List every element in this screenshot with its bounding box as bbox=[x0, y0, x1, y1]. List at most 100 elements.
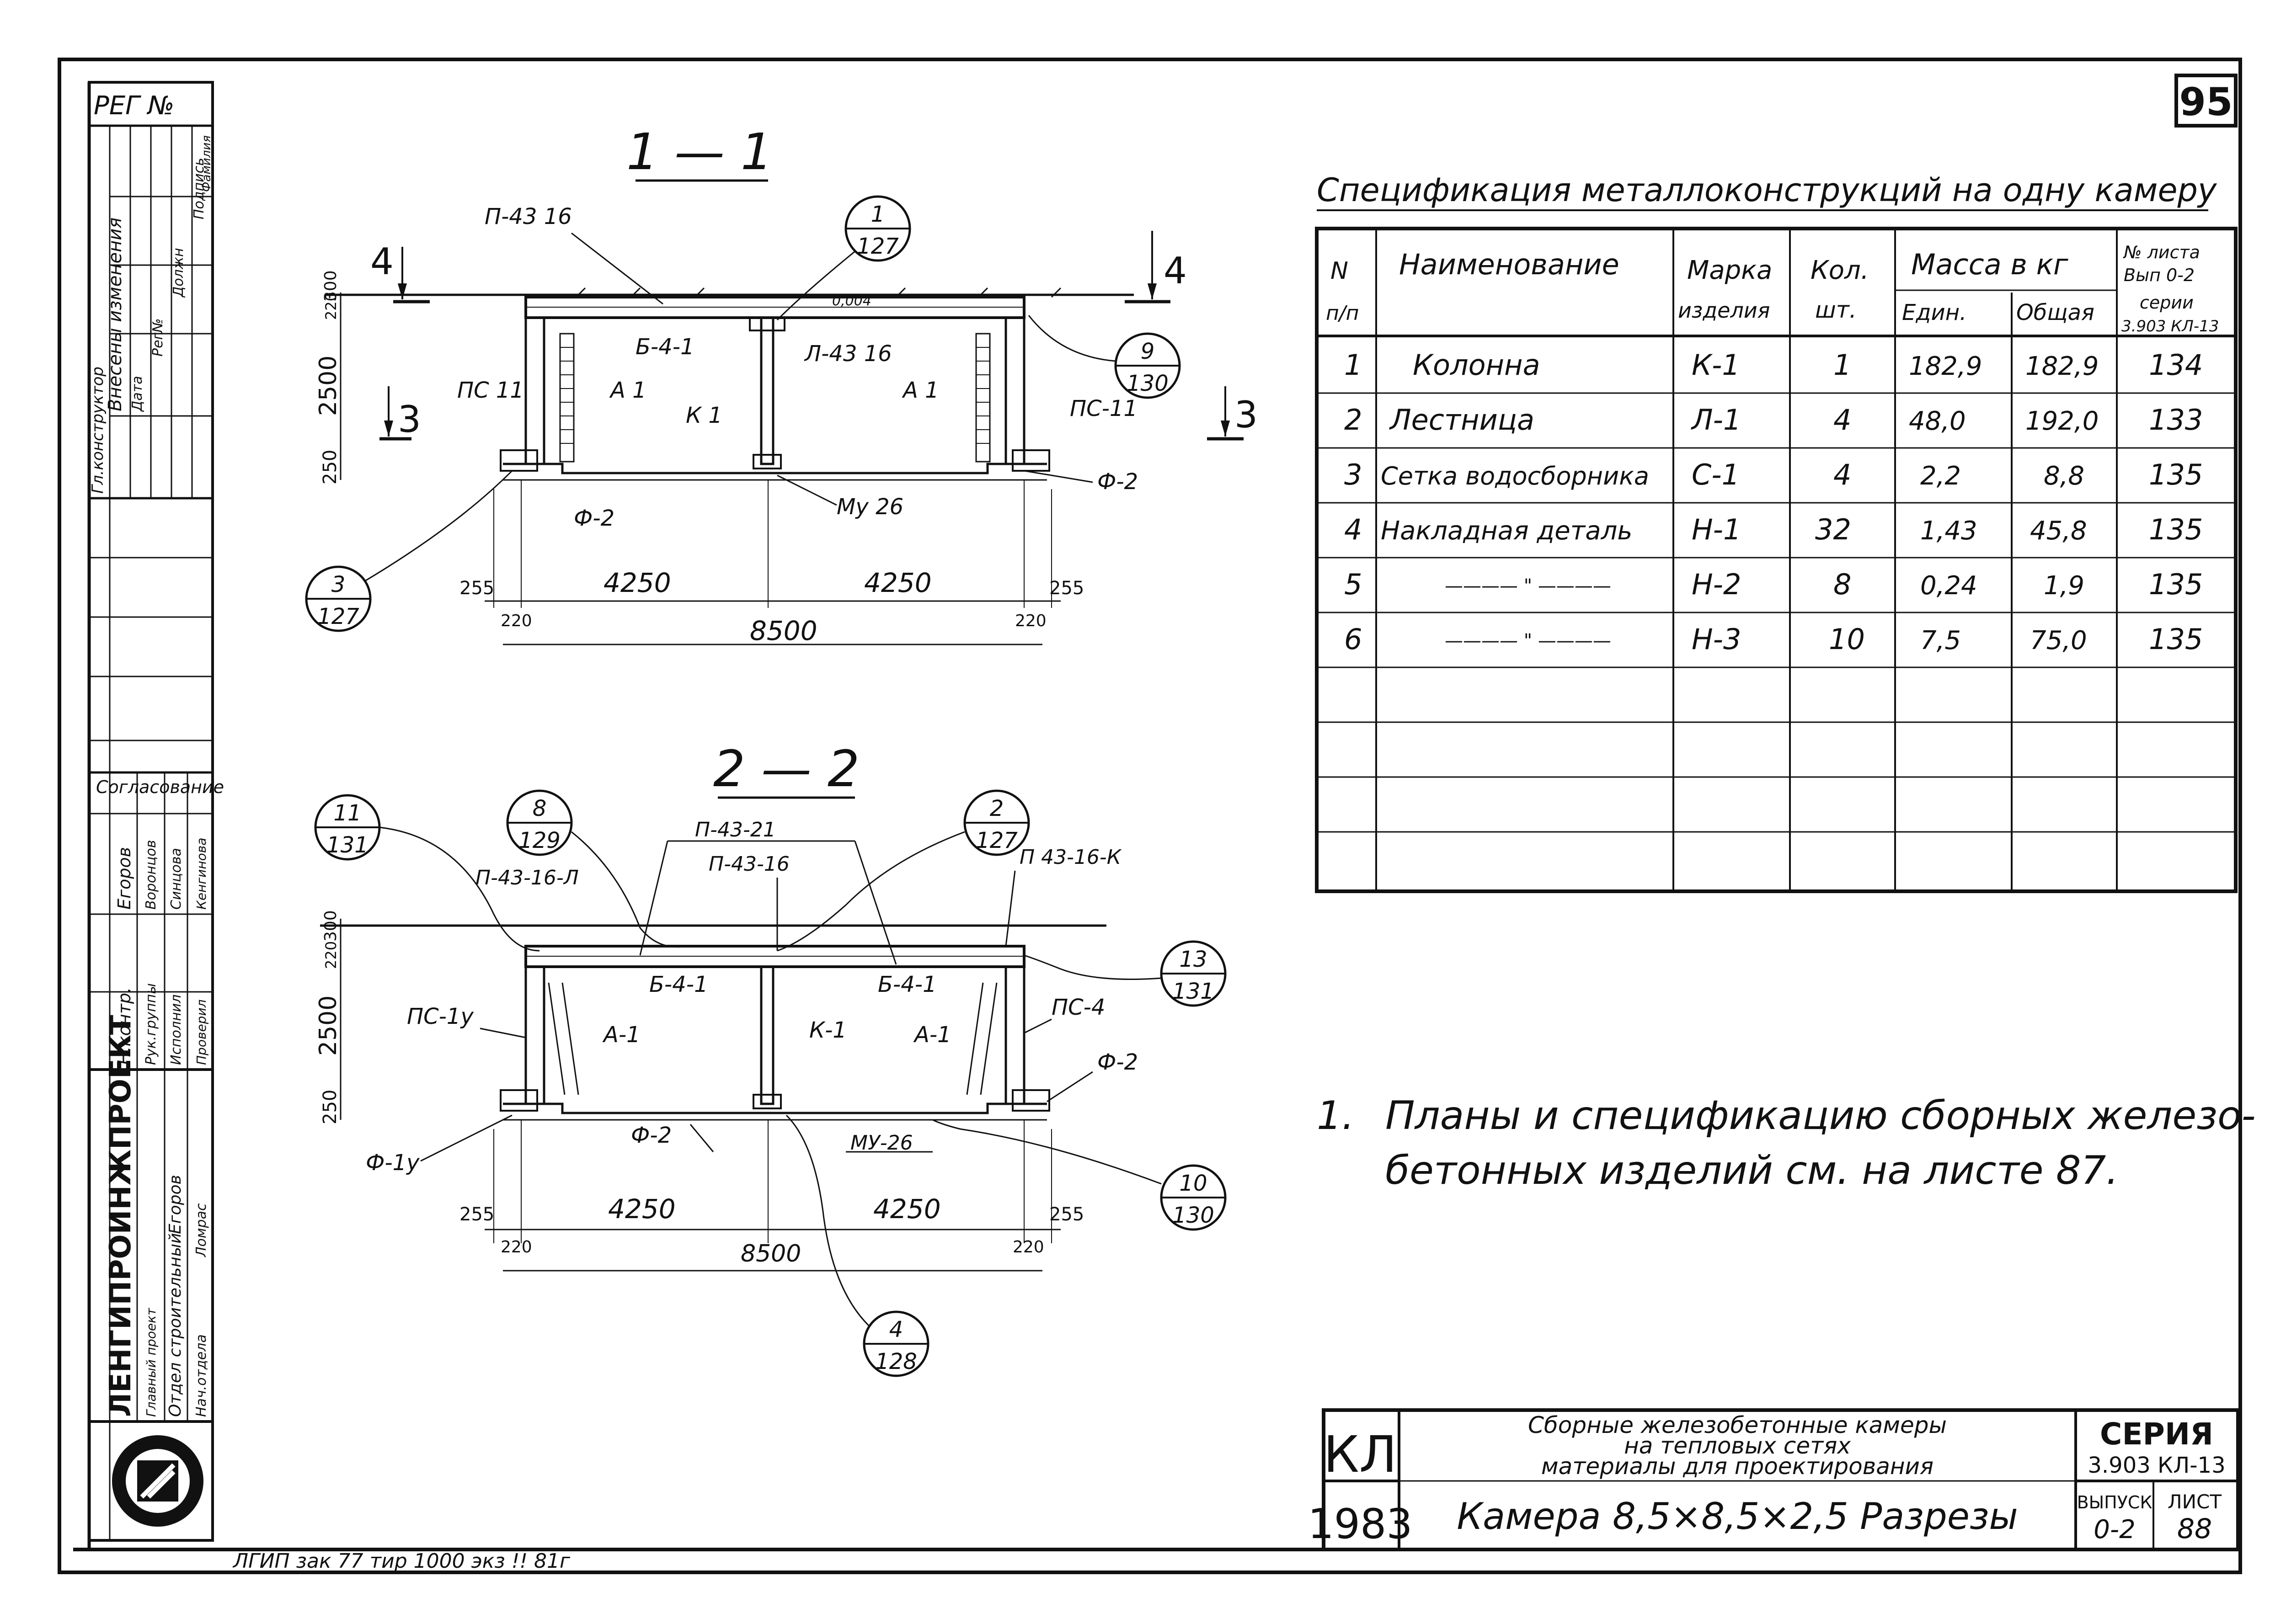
dim-220-right: 220 bbox=[1013, 1238, 1044, 1257]
row1-mark: К-1 bbox=[1692, 348, 1740, 382]
callout-10-130: 10 130 bbox=[932, 1119, 1227, 1231]
dim-250: 250 bbox=[320, 450, 341, 485]
approval-role-1: Н.контр. bbox=[114, 987, 134, 1065]
org-name: ЛЕНГИПРОИНЖПРОЕКТ bbox=[104, 1015, 138, 1417]
spec-table: Спецификация металлоконструкций на одну … bbox=[1315, 171, 2238, 893]
label-ps4: ПС-4 bbox=[1052, 995, 1105, 1020]
org-role-1: Главный проект bbox=[144, 1308, 159, 1417]
row5-mark: Н-2 bbox=[1692, 568, 1741, 601]
hdr-mark1: Марка bbox=[1687, 256, 1772, 285]
row6-total: 75,0 bbox=[2030, 626, 2087, 655]
dim-4250-b: 4250 bbox=[873, 1193, 941, 1225]
label-p43-16: П-43 16 bbox=[485, 204, 572, 229]
hdr-sheet1: № листа bbox=[2123, 242, 2200, 262]
row5-unit: 0,24 bbox=[1920, 571, 1977, 601]
general-note: 1. Планы и спецификацию сборных железо- … bbox=[1317, 1093, 2256, 1193]
hdr-qty2: шт. bbox=[1815, 297, 1857, 323]
callout-2-127: 2 127 bbox=[777, 789, 1030, 952]
label-elev: 0,004 bbox=[832, 293, 871, 309]
callout-1-127: 1 127 bbox=[776, 195, 911, 321]
label-mu26: МУ-26 bbox=[850, 1131, 913, 1155]
row4-sheet: 135 bbox=[2149, 513, 2203, 546]
callout-2-num: 2 bbox=[990, 796, 1004, 821]
label-p43-16-k: П 43-16-К bbox=[1020, 846, 1122, 869]
row2-sheet: 133 bbox=[2149, 403, 2203, 437]
row2-qty: 4 bbox=[1833, 403, 1851, 437]
approval-role-3: Исполнил bbox=[168, 995, 184, 1065]
label-b41-left: Б-4-1 bbox=[649, 972, 708, 997]
row4-total: 45,8 bbox=[2030, 516, 2087, 546]
row3-mark: С-1 bbox=[1692, 458, 1740, 491]
row2-mark: Л-1 bbox=[1691, 403, 1741, 437]
tb-desc1: Сборные железобетонные камеры bbox=[1528, 1412, 1947, 1438]
label-l4316: Л-43 16 bbox=[804, 341, 892, 367]
dim-220-left: 220 bbox=[501, 612, 532, 630]
dim-2500: 2500 bbox=[315, 996, 342, 1056]
label-b41: Б-4-1 bbox=[636, 334, 694, 360]
hdr-qty1: Кол. bbox=[1811, 256, 1869, 285]
label-mu26: Му 26 bbox=[837, 494, 903, 520]
cut-4-left: 4 bbox=[370, 240, 394, 283]
row1-name: Колонна bbox=[1413, 348, 1540, 382]
row5-qty: 8 bbox=[1833, 568, 1851, 601]
title-block: КЛ 1983 Сборные железобетонные камеры на… bbox=[1308, 1408, 2240, 1551]
label-a1-right: А 1 bbox=[902, 378, 939, 403]
cut-3-right: 3 bbox=[1234, 394, 1258, 436]
dim-8500: 8500 bbox=[741, 1240, 801, 1267]
note-line1: Планы и спецификацию сборных железо- bbox=[1385, 1093, 2256, 1139]
approval-name-1: Егоров bbox=[114, 847, 134, 910]
org-role-3: Нач.отдела bbox=[193, 1334, 209, 1417]
row1-total: 182,9 bbox=[2025, 351, 2099, 381]
row6-n: 6 bbox=[1344, 623, 1362, 656]
callout-1-num: 1 bbox=[871, 202, 885, 227]
dim-300: 300 bbox=[321, 270, 340, 302]
row5-name: ———— " ———— bbox=[1445, 575, 1611, 596]
hdr-n: N bbox=[1330, 257, 1348, 285]
callout-4-num: 4 bbox=[889, 1317, 903, 1342]
org-name-3: Ломрас bbox=[193, 1203, 209, 1257]
hdr-n2: п/п bbox=[1326, 302, 1359, 325]
org-name-2: Егоров bbox=[166, 1175, 185, 1234]
approval-name-4: Кенгинова bbox=[194, 838, 209, 910]
callout-8-num: 8 bbox=[533, 796, 547, 821]
label-f2-right: Ф-2 bbox=[1097, 1049, 1138, 1075]
row4-name: Накладная деталь bbox=[1381, 516, 1632, 546]
print-note: ЛГИП зак 77 тир 1000 экз !! 81г bbox=[232, 1549, 571, 1573]
dim-250: 250 bbox=[320, 1090, 341, 1124]
hdr-mass: Масса в кг bbox=[1911, 248, 2068, 281]
row3-unit: 2,2 bbox=[1920, 461, 1961, 491]
org-role-2: Отдел строительный bbox=[166, 1233, 185, 1417]
row2-unit: 48,0 bbox=[1909, 406, 1966, 436]
label-ps11-left: ПС 11 bbox=[457, 378, 524, 403]
tb-series-label: СЕРИЯ bbox=[2100, 1416, 2213, 1452]
row3-name: Сетка водосборника bbox=[1381, 462, 1649, 490]
label-f2-left: Ф-2 bbox=[574, 506, 614, 531]
row1-sheet: 134 bbox=[2149, 348, 2203, 382]
note-num: 1. bbox=[1317, 1093, 1354, 1139]
row3-qty: 4 bbox=[1833, 458, 1851, 491]
dim-4250-a: 4250 bbox=[608, 1193, 676, 1225]
outer-frame bbox=[58, 58, 2242, 1574]
revision-col-sign: Подпись bbox=[191, 158, 207, 219]
row6-unit: 7,5 bbox=[1920, 626, 1961, 655]
dim-255-left: 255 bbox=[459, 578, 494, 599]
row5-sheet: 135 bbox=[2149, 568, 2203, 601]
label-a1-left: А-1 bbox=[602, 1022, 641, 1048]
row3-total: 8,8 bbox=[2044, 461, 2084, 491]
row1-qty: 1 bbox=[1833, 348, 1851, 382]
callout-8-sheet: 129 bbox=[518, 828, 561, 853]
tb-sheet-value: 88 bbox=[2177, 1513, 2212, 1545]
dim-300: 300 bbox=[321, 910, 340, 942]
label-ps11-right: ПС-11 bbox=[1070, 396, 1138, 421]
tb-desc3: материалы для проектирования bbox=[1541, 1453, 1933, 1480]
revision-col-post: Должн bbox=[171, 248, 187, 298]
dim-255-right: 255 bbox=[1049, 1204, 1084, 1225]
row4-qty: 32 bbox=[1815, 513, 1851, 546]
row3-n: 3 bbox=[1344, 458, 1362, 491]
dim-255-left: 255 bbox=[459, 1204, 494, 1225]
row4-mark: Н-1 bbox=[1692, 513, 1741, 546]
tb-sheet-label: ЛИСТ bbox=[2168, 1491, 2222, 1513]
row1-n: 1 bbox=[1344, 348, 1362, 382]
row2-name: Лестница bbox=[1389, 403, 1534, 437]
